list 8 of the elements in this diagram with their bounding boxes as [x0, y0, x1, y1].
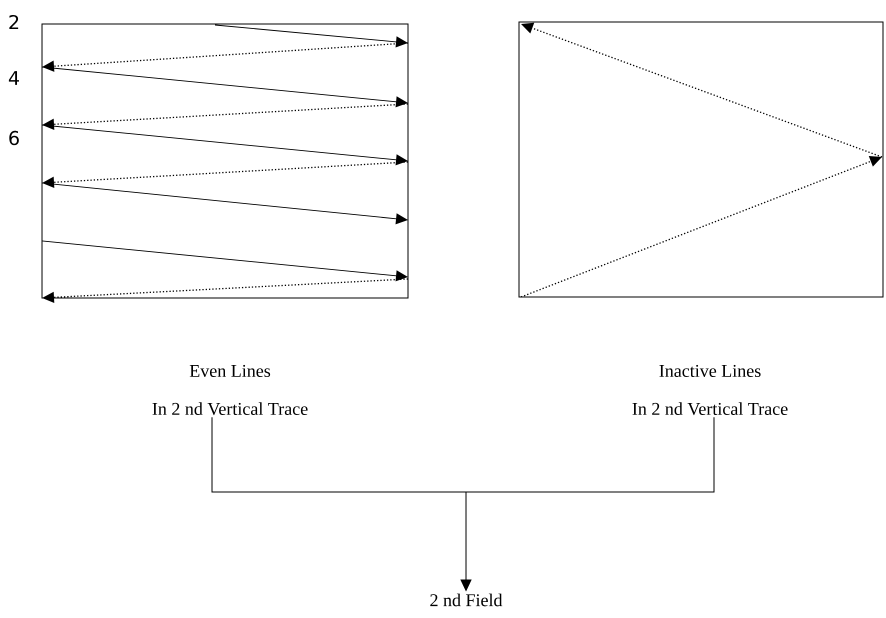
line-number: 6 — [9, 130, 19, 146]
caption-text: In 2 nd Vertical Trace — [152, 402, 308, 416]
line-number: 2 — [9, 14, 18, 30]
caption-text: In 2 nd Vertical Trace — [632, 402, 788, 416]
line-number: 4 — [8, 71, 19, 85]
caption-text: Inactive Lines — [659, 364, 761, 377]
caption-text: 2 nd Field — [430, 594, 502, 606]
caption-text: Even Lines — [190, 364, 270, 377]
